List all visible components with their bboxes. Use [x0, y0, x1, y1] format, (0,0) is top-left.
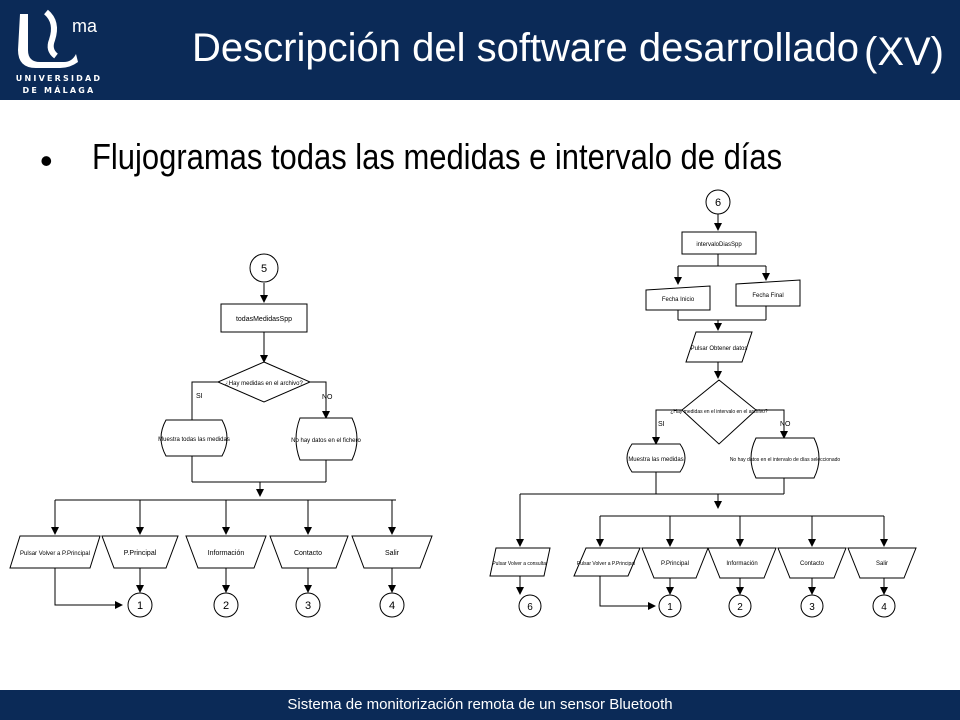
right-input-fecha-inicio: Fecha Inicio: [662, 297, 695, 303]
right-menu-principal: P.Principal: [661, 561, 689, 567]
left-connector-2: 2: [223, 600, 229, 612]
slide-title-suffix: (XV): [864, 30, 944, 74]
left-menu-info: Información: [208, 550, 245, 557]
right-process-box: intervaloDiasSpp: [696, 242, 742, 248]
right-no-label: NO: [780, 421, 791, 428]
left-menu-salir: Salir: [385, 550, 400, 557]
right-connector-1: 1: [667, 602, 673, 613]
left-connector-3: 3: [305, 600, 311, 612]
right-connector-3: 3: [809, 602, 815, 613]
logo-text: ma: [72, 16, 98, 36]
right-decision: ¿Hay medidas en el intervalo en el archi…: [670, 409, 767, 415]
right-menu-volver-consultar: Pulsar Volver a consultar: [492, 561, 548, 567]
left-menu-pulsar: Pulsar Volver a P.Principal: [20, 551, 90, 557]
right-yes-label: SI: [658, 421, 665, 428]
right-connector-2: 2: [737, 602, 743, 613]
left-start-connector: 5: [261, 263, 267, 275]
bullet-text: Flujogramas todas las medidas e interval…: [92, 136, 783, 177]
left-menu-principal: P.Principal: [124, 550, 157, 557]
left-process-box: todasMedidasSpp: [236, 316, 292, 323]
right-pulsar-obtener: Pulsar Obtener datos: [691, 346, 748, 352]
left-decision: ¿Hay medidas en el archivo?: [225, 381, 303, 387]
right-menu-info: Información: [726, 561, 757, 567]
university-logo: ma: [10, 8, 106, 70]
left-yes-label: SI: [196, 393, 203, 400]
footer-text: Sistema de monitorización remota de un s…: [287, 696, 673, 713]
bullet-dot: •: [40, 140, 53, 181]
left-connector-4: 4: [389, 600, 395, 612]
flowchart-left: 5 todasMedidasSpp ¿Hay medidas en el arc…: [9, 253, 433, 618]
footer-bar: Sistema de monitorización remota de un s…: [0, 690, 960, 720]
right-menu-volver-principal: Pulsar Volver a P.Principal: [577, 561, 635, 567]
right-menu-salir: Salir: [876, 561, 888, 567]
header-bar: ma UNIVERSIDAD DE MÁLAGA Descripción del…: [0, 0, 960, 100]
slide-title: Descripción del software desarrollado: [192, 26, 859, 70]
right-connector-4: 4: [881, 602, 887, 613]
right-yes-box: Muestra las medidas: [628, 457, 683, 463]
left-no-label: NO: [322, 394, 333, 401]
left-connector-1: 1: [137, 600, 143, 612]
right-start-connector: 6: [715, 197, 721, 209]
right-input-fecha-final: Fecha Final: [752, 293, 783, 299]
university-name-line2: DE MÁLAGA: [22, 86, 96, 95]
university-name-line1: UNIVERSIDAD: [15, 74, 103, 83]
left-menu-contacto: Contacto: [294, 550, 322, 557]
left-no-box: No hay datos en el fichero: [291, 438, 361, 444]
right-connector-6: 6: [527, 602, 533, 613]
right-menu-contacto: Contacto: [800, 561, 825, 567]
flowchart-right: 6 intervaloDiasSpp Fecha Inicio Fecha Fi…: [489, 189, 917, 618]
left-yes-box: Muestra todas las medidas: [158, 437, 230, 443]
right-no-box: No hay datos en el intervalo de días sel…: [730, 457, 841, 463]
